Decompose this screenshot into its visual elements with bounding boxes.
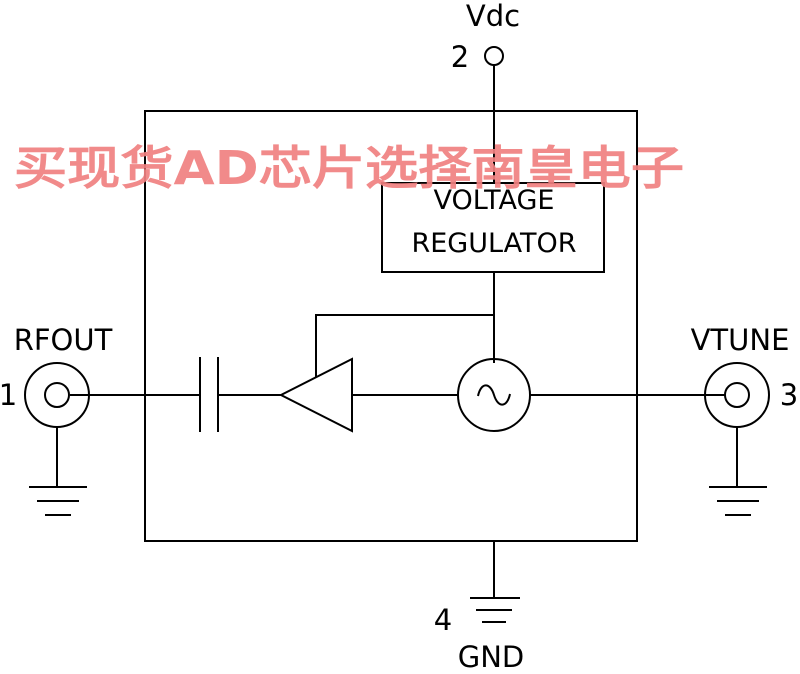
vdc-pin-terminal (484, 46, 504, 66)
vdc-pin-number: 2 (451, 40, 469, 74)
gnd-pin-number: 4 (434, 603, 452, 637)
rfout-pin-number: 1 (0, 378, 17, 412)
watermark-text: 买现货AD芯片选择南皇电子 (14, 141, 684, 195)
vdc-pin-name: Vdc (466, 0, 520, 33)
voltage-regulator-label-line2: REGULATOR (411, 228, 576, 259)
gnd-pin-name: GND (458, 640, 525, 674)
amplifier-supply-wire (315, 314, 494, 377)
vtune-pin-name: VTUNE (691, 323, 790, 357)
vtune-connector-inner (724, 382, 750, 408)
rfout-pin-name: RFOUT (14, 323, 113, 357)
voltage-regulator-label-line1: VOLTAGE (434, 185, 555, 216)
package-outline (144, 110, 638, 542)
sine-wave-icon (477, 384, 511, 406)
rfout-connector-inner (44, 382, 70, 408)
vtune-pin-number: 3 (780, 378, 798, 412)
amplifier-triangle (278, 357, 353, 433)
